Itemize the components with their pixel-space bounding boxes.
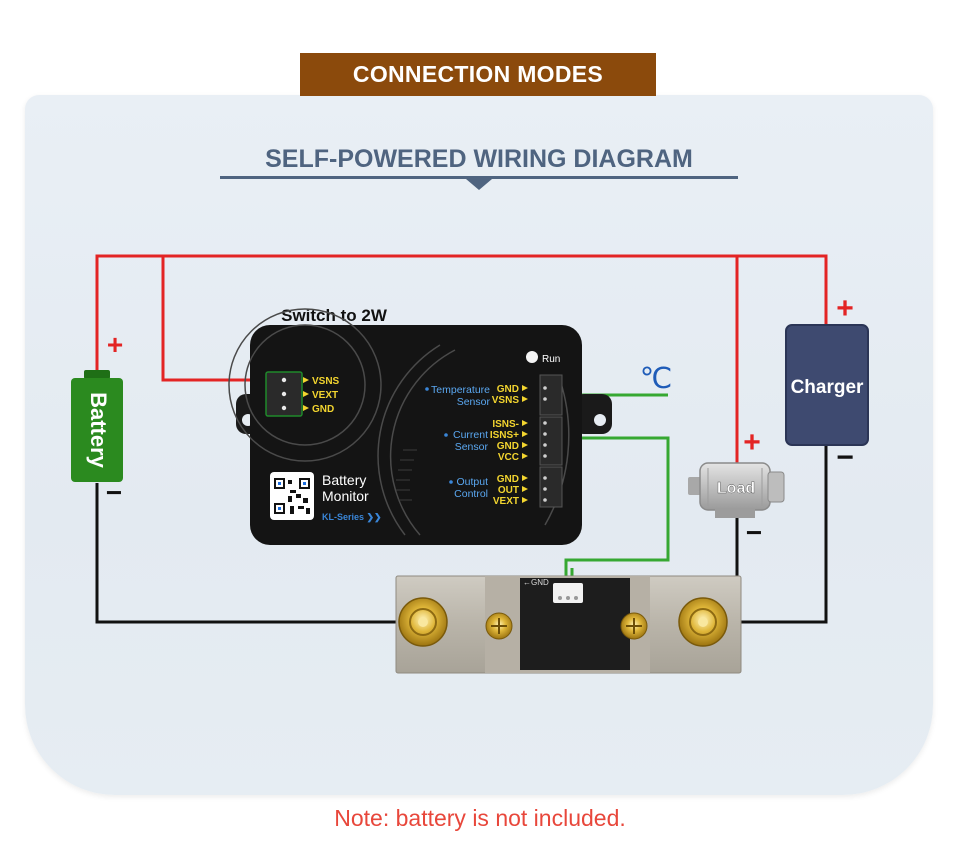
subtitle-pointer xyxy=(466,179,492,190)
battery-minus: − xyxy=(106,477,122,508)
battery-monitor xyxy=(228,308,612,545)
charger-label: Charger xyxy=(791,377,864,398)
output-pin-vext: VEXT xyxy=(493,496,519,507)
footnote: Note: battery is not included. xyxy=(334,805,626,831)
shunt-marking: ←GND xyxy=(523,578,549,587)
diagram-subtitle: SELF-POWERED WIRING DIAGRAM xyxy=(265,145,693,173)
charger-plus: + xyxy=(836,292,854,325)
charger-minus: − xyxy=(836,441,854,474)
current-pin-isns-plus: ISNS+ xyxy=(490,430,519,441)
charger xyxy=(785,324,869,446)
monitor-name-line2: Monitor xyxy=(322,488,369,504)
current-group-label-2: Sensor xyxy=(455,441,489,453)
left-pin-vsns: VSNS xyxy=(312,376,340,387)
current-pin-vcc: VCC xyxy=(498,452,519,463)
run-label: Run xyxy=(542,354,560,365)
left-pin-vext: VEXT xyxy=(312,390,338,401)
monitor-series: KL-Series ❯❯ xyxy=(322,512,382,523)
temp-group-label-1: Temperature xyxy=(431,384,490,396)
output-pin-gnd: GND xyxy=(497,474,519,485)
temp-group-label-2: Sensor xyxy=(457,396,491,408)
load-minus: − xyxy=(746,517,762,548)
battery-plus: + xyxy=(107,329,123,360)
battery-label: Battery xyxy=(86,392,111,469)
load-label: Load xyxy=(717,480,755,497)
output-group-label-1: Output xyxy=(456,476,488,488)
subtitle-underline xyxy=(220,176,738,179)
monitor-name-line1: Battery xyxy=(322,472,366,488)
battery xyxy=(71,370,123,482)
left-pin-gnd: GND xyxy=(312,404,334,415)
page-title: CONNECTION MODES xyxy=(300,53,656,96)
temperature-symbol: ℃ xyxy=(640,361,673,395)
shunt xyxy=(395,575,742,674)
output-group-label-2: Control xyxy=(454,488,488,500)
current-pin-isns-minus: ISNS- xyxy=(492,419,519,430)
output-pin-out: OUT xyxy=(498,485,519,496)
temp-pin-gnd: GND xyxy=(497,384,519,395)
load-plus: + xyxy=(743,426,761,459)
current-pin-gnd: GND xyxy=(497,441,519,452)
load-motor xyxy=(688,462,785,518)
positive-wires xyxy=(95,254,828,463)
temp-pin-vsns: VSNS xyxy=(492,395,520,406)
current-group-label-1: Current xyxy=(453,429,488,441)
